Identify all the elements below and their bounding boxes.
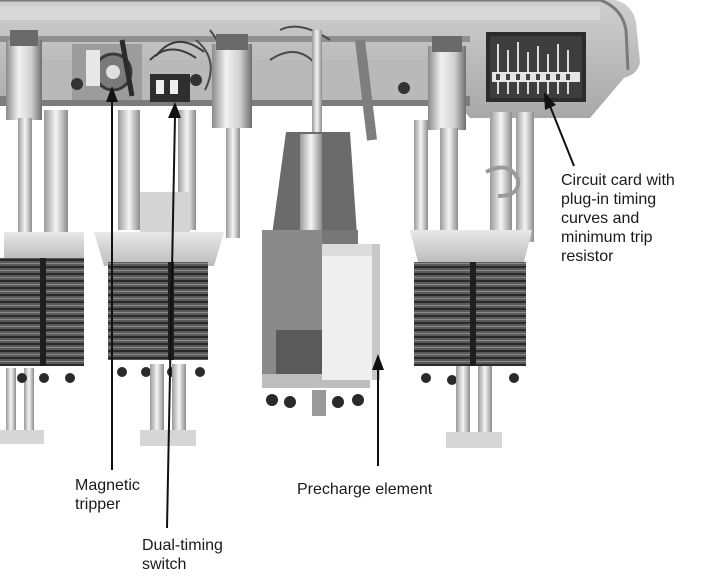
circuit-card-leader [549, 105, 575, 167]
magnetic-tripper-arrowhead [106, 86, 118, 102]
circuit-card [486, 32, 586, 102]
support-rods [18, 30, 534, 242]
pole-assembly-center-left [94, 192, 224, 446]
circuit-card-label: Circuit card with plug-in timing curves … [561, 172, 675, 265]
precharge-element-arrowhead [372, 354, 384, 370]
circuit-card-arrowhead [544, 92, 556, 110]
dual-timing-switch [149, 41, 205, 102]
solenoid-cylinders [6, 30, 466, 130]
callout-arrows [106, 86, 575, 529]
dual-timing-switch-arrowhead [168, 102, 181, 118]
magnetic-tripper [72, 39, 142, 100]
magnetic-tripper-label: Magnetic tripper [75, 477, 140, 513]
precharge-element-label: Precharge element [297, 481, 433, 498]
precharge-assembly [262, 132, 380, 416]
dual-timing-switch-label: Dual-timing switch [142, 537, 223, 573]
pole-assembly-right [410, 230, 532, 448]
pole-assembly-left [0, 232, 84, 444]
dual-timing-switch-leader [166, 115, 176, 529]
